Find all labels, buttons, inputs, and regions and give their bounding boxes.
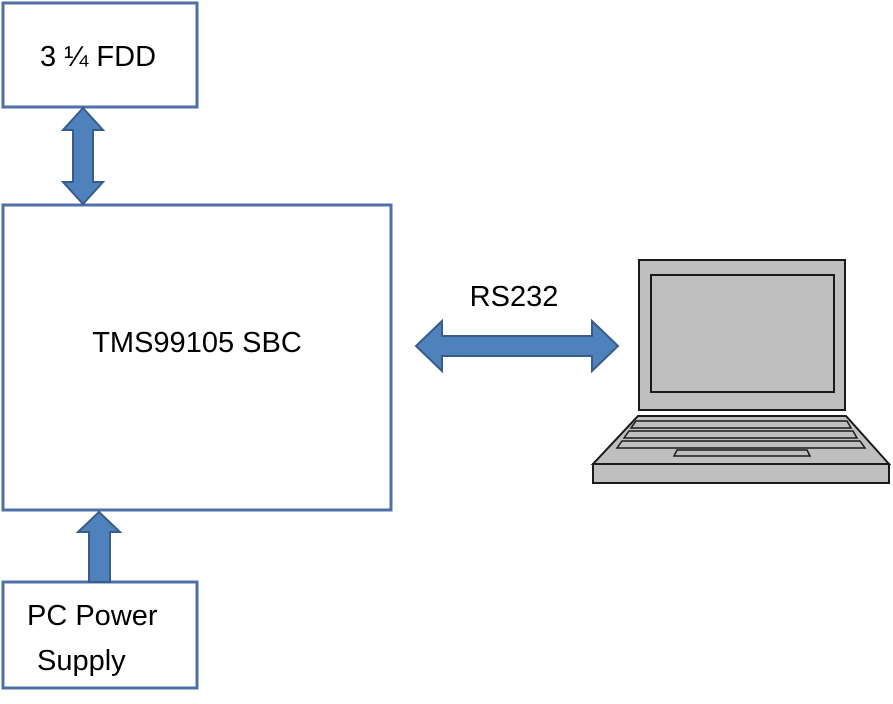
- laptop-trackpad: [672, 449, 812, 457]
- sbc-block: TMS99105 SBC: [1, 203, 393, 512]
- keyboard-row: [629, 420, 853, 429]
- rs232-double-arrow: [414, 318, 620, 374]
- rs232-label: RS232: [470, 281, 559, 313]
- laptop-screen: [650, 274, 835, 393]
- keyboard-row: [615, 440, 867, 449]
- laptop-base-front: [592, 463, 890, 484]
- fdd-box: [1, 1, 199, 109]
- laptop-icon: [590, 259, 892, 484]
- fdd-block: 3 ¼ FDD: [1, 1, 199, 109]
- keyboard-row: [622, 430, 859, 439]
- fdd-sbc-double-arrow: [60, 106, 106, 206]
- psu-block: PC Power Supply: [1, 580, 199, 690]
- sbc-box: [1, 203, 393, 512]
- fdd-label: 3 ¼ FDD: [40, 41, 156, 73]
- sbc-label: TMS99105 SBC: [92, 327, 302, 359]
- psu-label-line2: Supply: [37, 645, 126, 677]
- psu-sbc-arrow: [75, 510, 123, 583]
- psu-label-line1: PC Power: [27, 600, 158, 632]
